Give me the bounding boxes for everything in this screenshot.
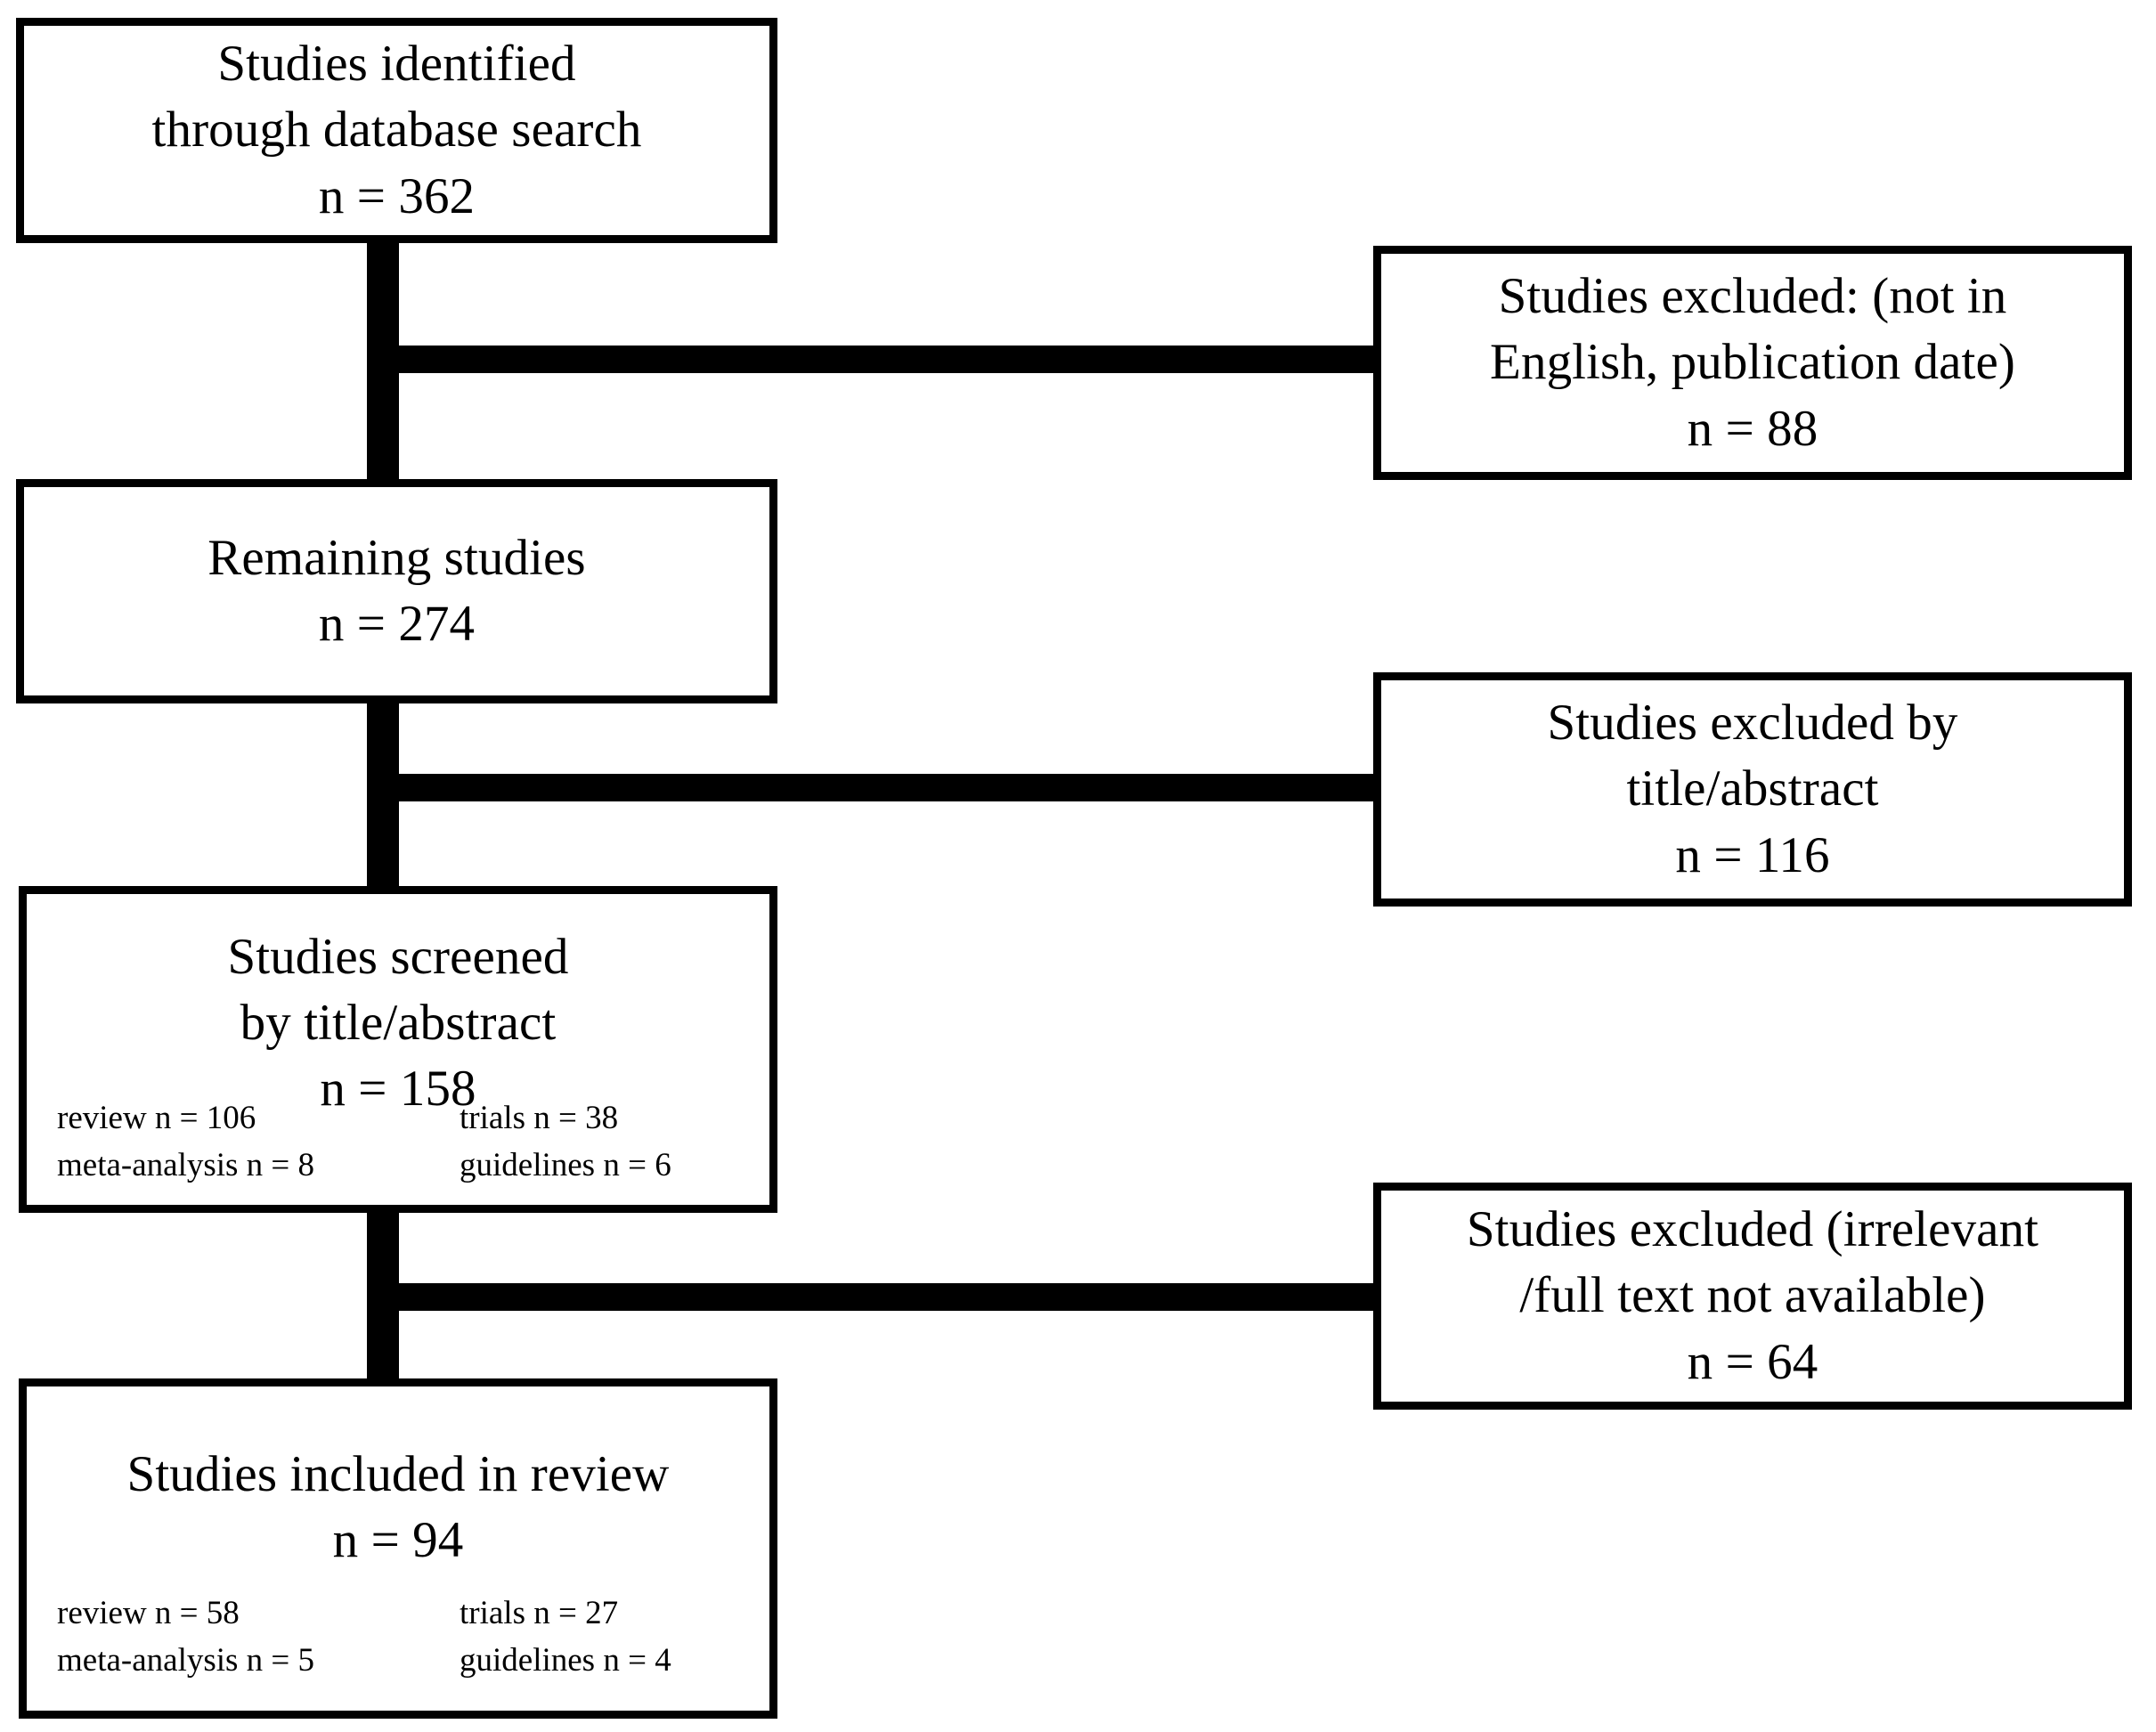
node-studies-included: Studies included in review n = 94 review… — [19, 1378, 777, 1719]
node-studies-screened-stats: review n = 106 meta-analysis n = 8 trial… — [27, 1094, 769, 1190]
node-line: Studies excluded: (not in — [1498, 268, 2007, 325]
node-line: by title/abstract — [240, 995, 557, 1052]
stats-column-right: trials n = 38 guidelines n = 6 — [460, 1094, 671, 1190]
node-excluded-language-date-text: Studies excluded: (not in English, publi… — [1381, 264, 2124, 461]
node-remaining-studies: Remaining studies n = 274 — [16, 479, 777, 703]
node-line: Studies excluded (irrelevant — [1466, 1201, 2039, 1258]
node-line: n = 158 — [320, 1061, 476, 1118]
node-line: Studies identified — [217, 36, 576, 93]
node-line: title/abstract — [1626, 760, 1879, 817]
node-line: English, publication date) — [1490, 334, 2015, 391]
stat-item: guidelines n = 6 — [460, 1147, 671, 1184]
node-excluded-irrelevant-text: Studies excluded (irrelevant /full text … — [1381, 1197, 2124, 1395]
stats-column-right: trials n = 27 guidelines n = 4 — [460, 1590, 671, 1685]
node-line: n = 88 — [1687, 400, 1818, 457]
stat-item: guidelines n = 4 — [460, 1642, 671, 1679]
stat-item: trials n = 38 — [460, 1100, 619, 1136]
node-line: Remaining studies — [207, 529, 586, 586]
connector-branch-1 — [367, 346, 1380, 373]
node-line: Studies screened — [227, 929, 569, 985]
node-line: n = 116 — [1675, 826, 1830, 883]
stat-item: trials n = 27 — [460, 1595, 619, 1631]
connector-branch-3 — [367, 1283, 1380, 1311]
stat-item: meta-analysis n = 8 — [57, 1147, 315, 1184]
node-line: n = 64 — [1687, 1333, 1818, 1390]
node-excluded-language-date: Studies excluded: (not in English, publi… — [1373, 246, 2132, 480]
node-line: n = 94 — [332, 1512, 464, 1569]
node-studies-included-text: Studies included in review n = 94 — [27, 1442, 769, 1573]
node-studies-identified-text: Studies identified through database sear… — [24, 31, 769, 229]
node-line: Studies excluded by — [1547, 695, 1958, 752]
stats-column-left: review n = 58 meta-analysis n = 5 — [57, 1590, 460, 1685]
node-line: Studies included in review — [126, 1446, 670, 1502]
stat-item: meta-analysis n = 5 — [57, 1642, 315, 1679]
node-excluded-title-abstract-text: Studies excluded by title/abstract n = 1… — [1381, 690, 2124, 888]
node-line: n = 274 — [318, 596, 476, 652]
stats-column-left: review n = 106 meta-analysis n = 8 — [57, 1094, 460, 1190]
node-studies-identified: Studies identified through database sear… — [16, 18, 777, 243]
node-line: n = 362 — [318, 167, 476, 224]
node-studies-screened-text: Studies screened by title/abstract n = 1… — [27, 924, 769, 1122]
stat-item: review n = 106 — [57, 1100, 256, 1136]
node-line: through database search — [151, 102, 642, 159]
node-excluded-irrelevant: Studies excluded (irrelevant /full text … — [1373, 1183, 2132, 1410]
node-studies-included-stats: review n = 58 meta-analysis n = 5 trials… — [27, 1590, 769, 1685]
connector-branch-2 — [367, 774, 1380, 801]
node-remaining-studies-text: Remaining studies n = 274 — [24, 525, 769, 657]
node-line: /full text not available) — [1519, 1267, 1986, 1324]
node-excluded-title-abstract: Studies excluded by title/abstract n = 1… — [1373, 672, 2132, 907]
stat-item: review n = 58 — [57, 1595, 240, 1631]
node-studies-screened: Studies screened by title/abstract n = 1… — [19, 886, 777, 1213]
